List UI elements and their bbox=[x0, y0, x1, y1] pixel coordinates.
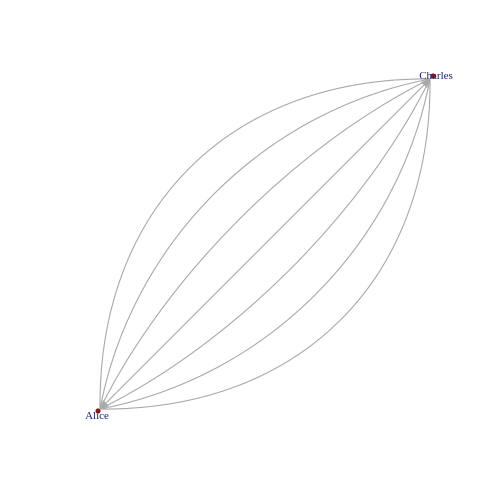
edges-layer bbox=[99, 78, 431, 410]
edge-alice-charles bbox=[99, 78, 431, 410]
node-charles[interactable]: Charles bbox=[419, 70, 453, 82]
edge-alice-charles bbox=[99, 78, 431, 410]
arrowhead-charles bbox=[421, 79, 430, 88]
node-charles-dot bbox=[430, 73, 436, 79]
edge-alice-charles bbox=[99, 78, 431, 410]
node-charles-label: Charles bbox=[419, 70, 453, 82]
node-alice[interactable]: Alice bbox=[85, 408, 109, 422]
edge-alice-charles bbox=[99, 78, 431, 410]
node-alice-label: Alice bbox=[85, 410, 109, 422]
edge-alice-charles bbox=[99, 78, 431, 410]
node-alice-dot bbox=[95, 408, 101, 414]
edge-alice-charles bbox=[99, 78, 431, 410]
edge-alice-charles bbox=[99, 78, 431, 410]
arrowhead-alice bbox=[100, 400, 109, 409]
nodes-layer: Alice Charles bbox=[85, 70, 453, 422]
